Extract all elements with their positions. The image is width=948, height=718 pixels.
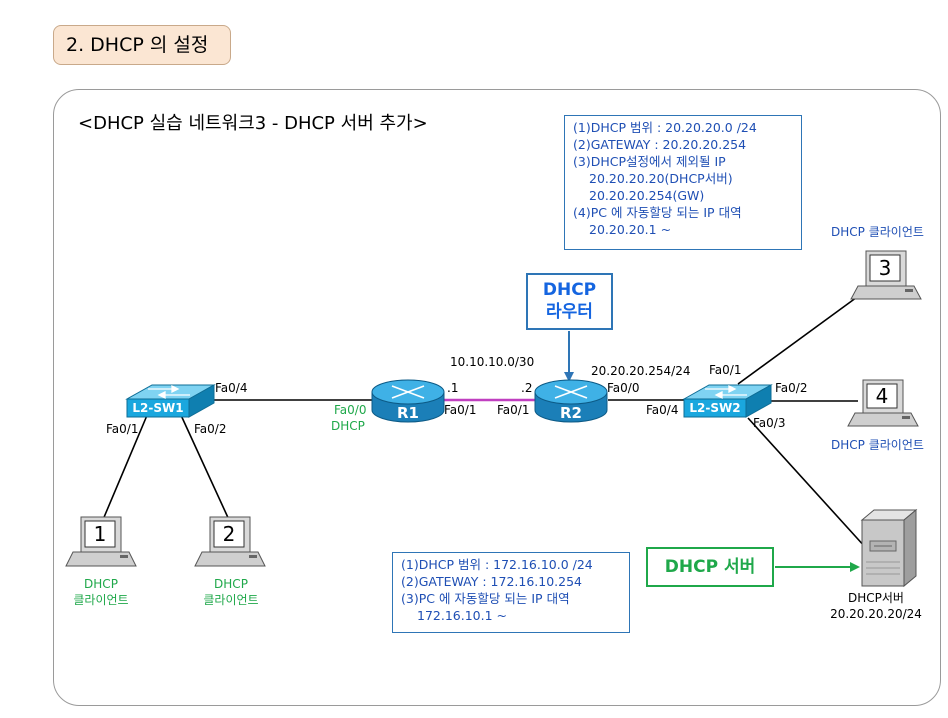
dhcp-server-icon — [860, 508, 918, 588]
pc3-number: 3 — [878, 256, 892, 280]
router-callout-arrow — [564, 331, 574, 382]
sw2-fa01-label: Fa0/1 — [709, 363, 742, 377]
sw1-fa02-label: Fa0/2 — [194, 422, 227, 436]
link-sw2-pc3 — [737, 291, 865, 385]
sw2-fa04-label: Fa0/4 — [646, 403, 679, 417]
pc1-number: 1 — [93, 522, 107, 546]
link-sw1-pc2 — [179, 412, 231, 523]
pc3-label: DHCP 클라이언트 — [831, 225, 924, 239]
sw2-fa03-label: Fa0/3 — [753, 416, 786, 430]
sw2-label: L2-SW2 — [689, 401, 741, 415]
r1-dhcp-label: DHCP — [331, 419, 365, 433]
router-r1-icon — [371, 379, 445, 423]
r2-fa00-label: Fa0/0 — [607, 381, 640, 395]
r1-fa00-label: Fa0/0 — [334, 403, 367, 417]
sw1-label: L2-SW1 — [132, 401, 184, 415]
pc1-icon — [65, 516, 137, 567]
switch-sw1-icon — [125, 384, 216, 418]
r1-fa01-label: Fa0/1 — [444, 403, 477, 417]
sw1-fa04-label: Fa0/4 — [215, 381, 248, 395]
network-r1-r2-label: 10.10.10.0/30 — [450, 355, 535, 369]
r2-fa01-label: Fa0/1 — [497, 403, 530, 417]
pc4-icon — [847, 379, 919, 427]
r1-label: R1 — [397, 404, 419, 422]
pc4-number: 4 — [875, 384, 889, 408]
router-r2-icon — [534, 379, 608, 423]
pc3-icon — [850, 250, 922, 300]
r2-label: R2 — [560, 404, 582, 422]
dhcp-pool-info-172: (1)DHCP 범위 : 172.16.10.0 /24 (2)GATEWAY … — [392, 552, 630, 633]
r1-ip-label: .1 — [447, 381, 459, 395]
sw1-fa01-label: Fa0/1 — [106, 422, 139, 436]
dhcp-pool-info-20: (1)DHCP 범위 : 20.20.20.0 /24 (2)GATEWAY :… — [564, 115, 802, 250]
link-sw2-server — [747, 417, 867, 549]
dhcp-router-callout: DHCP 라우터 — [526, 273, 613, 330]
link-sw1-pc1 — [101, 412, 149, 523]
server-label: DHCP서버 20.20.20.20/24 — [830, 591, 922, 621]
section-title: 2. DHCP 의 설정 — [53, 25, 231, 65]
r2-ip-label: .2 — [521, 381, 533, 395]
pc1-label: DHCP 클라이언트 — [73, 577, 129, 607]
dhcp-server-callout: DHCP 서버 — [646, 547, 774, 587]
server-callout-arrow — [775, 562, 860, 572]
r2-gateway-label: 20.20.20.254/24 — [591, 364, 691, 378]
diagram-title: <DHCP 실습 네트워크3 - DHCP 서버 추가> — [78, 113, 428, 134]
pc2-icon — [194, 516, 266, 567]
switch-sw2-icon — [682, 384, 773, 418]
pc4-label: DHCP 클라이언트 — [831, 438, 924, 452]
pc2-label: DHCP 클라이언트 — [203, 577, 259, 607]
sw2-fa02-label: Fa0/2 — [775, 381, 808, 395]
pc2-number: 2 — [222, 522, 236, 546]
